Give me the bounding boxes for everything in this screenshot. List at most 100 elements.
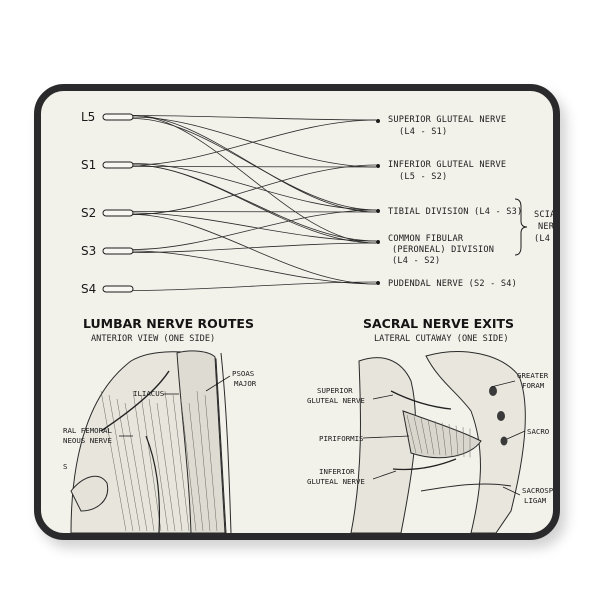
label-inferior: INFERIOR <box>319 467 355 476</box>
sacral-foramen <box>497 411 505 421</box>
nerve-fibre <box>132 115 377 244</box>
right-panel-title: SACRAL NERVE EXITS <box>363 316 514 331</box>
label-ligament: LIGAM <box>524 496 547 505</box>
hatch-line <box>100 390 127 532</box>
superior-gluteal-nerve <box>390 390 452 410</box>
leader-line <box>205 375 231 392</box>
hatch-line <box>420 417 429 455</box>
root-stubs <box>102 113 134 293</box>
sacral-foramina <box>489 386 508 446</box>
root-labels: L5 S1 S2 S3 S4 <box>81 110 96 296</box>
nerve-fibre <box>132 250 377 285</box>
leader-line <box>362 435 410 439</box>
hatch-line <box>156 402 176 532</box>
root-stub <box>102 113 134 121</box>
hatch-line <box>124 402 148 532</box>
left-leader-lines <box>119 375 231 437</box>
mouse-mat: L5 S1 S2 S3 S4 <box>34 84 560 540</box>
nerve-fibre <box>132 242 377 253</box>
nerve-end-dot <box>376 119 380 123</box>
hatch-line <box>132 390 155 532</box>
nerve-fibre <box>132 214 377 285</box>
hatch-line <box>116 398 141 532</box>
label-superior-gluteal-nerve: GLUTEAL NERVE <box>307 396 365 405</box>
nerve-label-tibial: TIBIAL DIVISION (L4 - S3) <box>388 207 522 217</box>
hatch-line <box>180 398 197 532</box>
label-sacrospinous: SACROSP <box>522 486 553 495</box>
label-s: S <box>63 462 67 471</box>
left-panel-title: LUMBAR NERVE ROUTES <box>83 316 254 331</box>
hatch-line <box>204 394 218 532</box>
anatomy-diagram: L5 S1 S2 S3 S4 <box>63 110 553 533</box>
hatch-line <box>148 398 169 532</box>
hatch-line <box>188 402 204 532</box>
label-major: MAJOR <box>234 379 257 388</box>
hatch-line <box>108 394 134 532</box>
nerve-label-inferior-gluteal-range: (L5 - S2) <box>399 172 447 182</box>
hatch-line <box>172 394 190 532</box>
root-stub <box>102 209 134 217</box>
leader-line <box>502 486 521 496</box>
hatch-line <box>462 426 465 458</box>
leader-line <box>490 380 516 388</box>
hatch-line <box>455 425 459 457</box>
label-superior: SUPERIOR <box>317 386 353 395</box>
right-anatomy-labels: SUPERIOR GLUTEAL NERVE PIRIFORMIS INFERI… <box>307 371 553 505</box>
label-greater-sciatic: GREATER S <box>517 371 553 380</box>
label-psoas: PSOAS <box>232 369 254 378</box>
label-sacro: SACRO <box>527 427 550 436</box>
sciatic-label-line2: NER <box>538 222 553 232</box>
left-panel-subtitle: ANTERIOR VIEW (ONE SIDE) <box>91 334 215 344</box>
spine-edge <box>220 352 232 533</box>
right-leader-lines <box>362 380 526 496</box>
root-label-l5: L5 <box>81 110 95 124</box>
hatch-line <box>441 422 447 456</box>
hatch-line <box>448 423 453 457</box>
nerve-fibre <box>132 118 377 211</box>
nerve-fibre <box>132 281 377 291</box>
label-inferior-gluteal-nerve: GLUTEAL NERVE <box>307 477 365 486</box>
nerve-fibre <box>132 119 377 166</box>
sciatic-label: SCIA NER (L4 <box>534 210 553 244</box>
nerve-fibre <box>132 209 377 250</box>
nerve-fibre <box>132 164 377 242</box>
leader-line <box>372 470 397 480</box>
nerve-end-dot <box>376 209 380 213</box>
nerve-label-inferior-gluteal: INFERIOR GLUTEAL NERVE <box>388 160 506 170</box>
hatch-line <box>413 416 423 454</box>
femoral-nerve <box>145 435 160 533</box>
hatch-line <box>164 390 183 532</box>
inferior-gluteal-nerve <box>392 458 457 471</box>
lateral-femoral-nerve <box>100 370 170 432</box>
root-stub <box>102 247 134 255</box>
nerve-end-dot <box>376 240 380 244</box>
right-panel-heading: SACRAL NERVE EXITS LATERAL CUTAWAY (ONE … <box>363 316 514 344</box>
nerve-fibre <box>132 115 377 213</box>
nerve-end-dots <box>376 119 380 285</box>
nerve-label-pudendal: PUDENDAL NERVE (S2 - S4) <box>388 279 517 289</box>
label-iliacus: ILIACUS <box>133 389 164 398</box>
sciatic-bracket <box>514 198 528 256</box>
label-foramen: FORAM <box>522 381 545 390</box>
nerve-fibres <box>132 115 377 291</box>
hatch-line <box>140 394 162 532</box>
femoral-head <box>70 475 109 512</box>
sciatic-label-line1: SCIA <box>534 210 553 220</box>
sacral-foramen <box>500 436 508 446</box>
label-lateral-femoral: RAL FEMORAL <box>63 426 112 435</box>
root-stub <box>102 285 134 293</box>
nerve-label-superior-gluteal-range: (L4 - S1) <box>399 127 447 137</box>
nerve-fibre <box>132 164 377 215</box>
label-piriformis: PIRIFORMIS <box>319 434 364 443</box>
hatch-line <box>427 419 435 455</box>
label-cutaneous-nerve: NEOUS NERVE <box>63 436 112 445</box>
sacrum-bone <box>425 351 526 533</box>
nerve-fibre <box>132 115 377 121</box>
nerve-label-common-fibular-range: (L4 - S2) <box>392 256 440 266</box>
sciatic-label-line3: (L4 <box>534 234 550 244</box>
ilium-bone <box>350 357 417 533</box>
right-muscle-hatching <box>406 414 471 458</box>
sacral-foramen <box>489 386 497 396</box>
left-panel-heading: LUMBAR NERVE ROUTES ANTERIOR VIEW (ONE S… <box>83 316 254 344</box>
